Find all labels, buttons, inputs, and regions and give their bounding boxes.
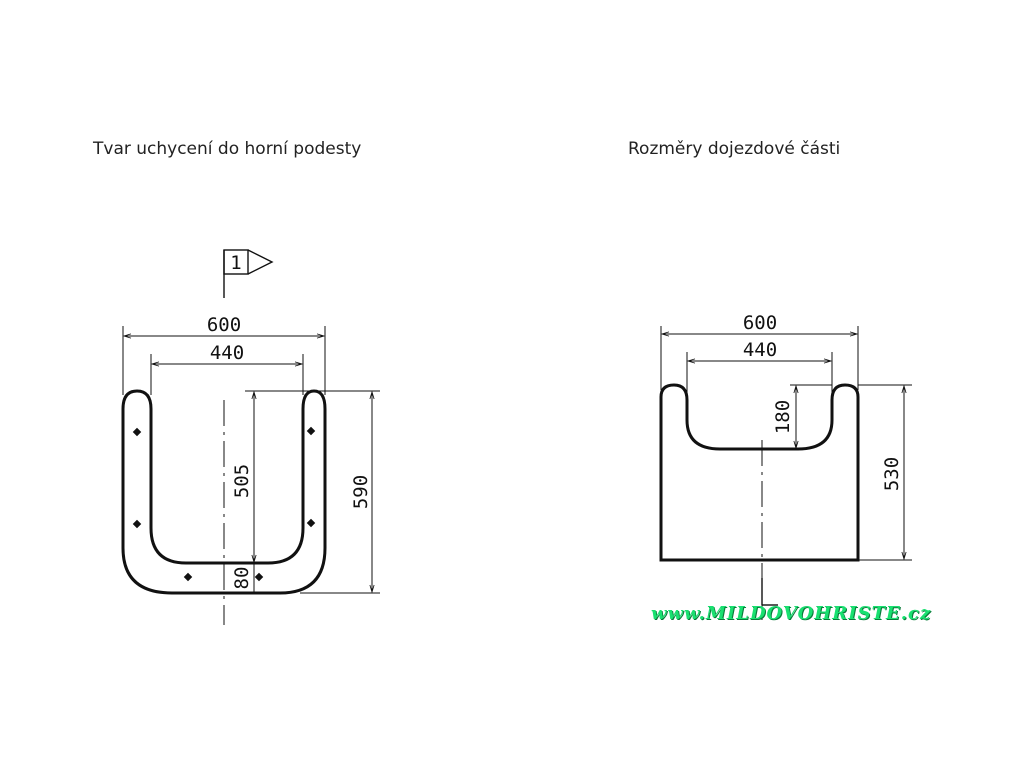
section-marker: [223, 249, 274, 298]
right-block-drawing: [659, 326, 912, 620]
dim-label-left-505: 505: [231, 464, 253, 498]
dim-label-left-600: 600: [207, 314, 241, 336]
dim-label-left-80: 80: [231, 567, 253, 590]
dim-label-left-590: 590: [350, 475, 372, 509]
block-outline: [659, 383, 860, 562]
dim-label-right-180: 180: [772, 400, 794, 434]
right-drawing-title: Rozměry dojezdové části: [628, 139, 841, 159]
dim-label-right-440: 440: [743, 339, 777, 361]
dim-label-right-600: 600: [743, 312, 777, 334]
website-watermark: www.MILDOVOHRISTE.cz: [651, 603, 932, 624]
left-drawing-title: Tvar uchycení do horní podesty: [93, 139, 362, 159]
section-marker-number: 1: [230, 252, 241, 274]
dim-label-right-530: 530: [881, 457, 903, 491]
u-shape-outline: [121, 389, 327, 595]
dim-label-left-440: 440: [210, 342, 244, 364]
